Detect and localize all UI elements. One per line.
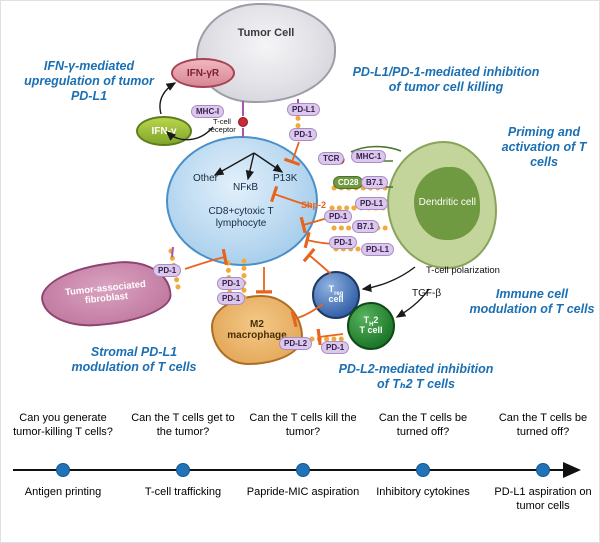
timeline-question: Can the T cells be turned off? bbox=[378, 412, 468, 438]
timeline-question: Can the T cells be turned off? bbox=[498, 412, 588, 438]
pd1-fibroblast-label: PD-1 bbox=[153, 264, 182, 277]
pdl1-dc-bottom-label: PD-L1 bbox=[361, 243, 395, 256]
cd8-p13k-label: P13K bbox=[273, 173, 298, 184]
timeline-step-4: Can the T cells be turned off? Inhibitor… bbox=[363, 406, 483, 542]
pd1-m2-bottom-label: PD-1 bbox=[217, 292, 246, 305]
b71-top-label: B7.1 bbox=[361, 176, 388, 189]
tgf-beta-label: TGF-β bbox=[412, 288, 442, 299]
timeline-question: Can the T cells get to the tumor? bbox=[131, 412, 235, 438]
timeline-question: Can you generate tumor-killing T cells? bbox=[13, 412, 113, 438]
timeline-question: Can the T cells kill the tumor? bbox=[249, 412, 357, 438]
pdl1-dc-top-label: PD-L1 bbox=[355, 197, 389, 210]
timeline-dots bbox=[56, 463, 550, 477]
ifn-gamma-label: IFN-γ bbox=[151, 125, 177, 137]
pd1-th2-label: PD-1 bbox=[321, 341, 350, 354]
inhibition-lines bbox=[184, 141, 344, 346]
timeline: Can you generate tumor-killing T cells? … bbox=[1, 406, 599, 542]
pd1-dc-top-label: PD-1 bbox=[324, 210, 353, 223]
pdl1-tumor-label: PD-L1 bbox=[287, 103, 321, 116]
cd28-label: CD28 bbox=[333, 176, 364, 189]
cd8-nfkb-label: NFκB bbox=[233, 182, 258, 193]
pd1-cd8-label: PD-1 bbox=[289, 128, 318, 141]
timeline-arrow bbox=[13, 462, 581, 478]
m2-macrophage-label: M2 macrophage bbox=[227, 319, 287, 341]
timeline-label: T-cell trafficking bbox=[144, 486, 222, 498]
tumor-cell-label: Tumor Cell bbox=[237, 27, 295, 39]
dendritic-cell-label: Dendritic cell bbox=[414, 166, 481, 240]
b71-bottom-label: B7.1 bbox=[352, 220, 379, 233]
timeline-label: PD-L1 aspiration on tumor cells bbox=[494, 486, 592, 512]
tcell-receptor-label: T-cell receptor bbox=[208, 117, 236, 135]
shp2-label: Shp-2 bbox=[301, 200, 327, 210]
mhc1-dc-label: MHC-1 bbox=[351, 150, 387, 163]
timeline-step-3: Can the T cells kill the tumor? Papride-… bbox=[243, 406, 363, 542]
tcr-dc-label: TCR bbox=[318, 152, 345, 165]
timeline-step-1: Can you generate tumor-killing T cells? … bbox=[3, 406, 123, 542]
timeline-step-2: Can the T cells get to the tumor? T-cell… bbox=[123, 406, 243, 542]
cd8-cell-label: CD8+cytoxic T lymphocyte bbox=[208, 206, 274, 229]
cd8-other-pathway-label: Other bbox=[193, 173, 219, 184]
annotation-pdl1-inhibition: PD-L1/PD-1-mediated inhibition of tumor … bbox=[352, 65, 540, 94]
ifn-gamma-molecule: IFN-γ bbox=[136, 116, 192, 146]
pd1-dc-mid-label: PD-1 bbox=[329, 236, 358, 249]
timeline-label: Antigen printing bbox=[24, 486, 102, 498]
annotation-ifn-upregulation: IFN-γ-mediated upregulation of tumor PD-… bbox=[24, 59, 154, 103]
tcell-polarization-label: T-cell polarization bbox=[426, 265, 500, 276]
annotation-pdl2-inhibition: PD-L2-mediated inhibition of Tₕ2 T cells bbox=[338, 362, 494, 391]
tumor-cell bbox=[196, 3, 336, 103]
ifn-gamma-receptor: IFN-γR bbox=[171, 58, 235, 88]
activation-arrows bbox=[159, 82, 430, 318]
mhc1-tumor-label: MHC-I bbox=[191, 105, 225, 118]
dendritic-cell: Dendritic cell bbox=[387, 141, 497, 269]
timeline-label: Inhibitory cytokines bbox=[376, 486, 470, 498]
timeline-step-5: Can the T cells be turned off? PD-L1 asp… bbox=[483, 406, 599, 542]
m2-macrophage-cell: M2 macrophage bbox=[211, 295, 303, 365]
annotation-stromal-pdl1: Stromal PD-L1 modulation of T cells bbox=[71, 345, 197, 374]
timeline-label: Papride-MIC aspiration bbox=[246, 486, 360, 498]
annotation-immune-modulation: Immune cell modulation of T cells bbox=[469, 287, 595, 316]
pdl2-label: PD-L2 bbox=[279, 337, 313, 350]
pd1-m2-top-label: PD-1 bbox=[217, 277, 246, 290]
ifn-gamma-receptor-label: IFN-γR bbox=[186, 67, 220, 79]
annotation-priming-activation: Priming and activation of T cells bbox=[501, 125, 587, 169]
